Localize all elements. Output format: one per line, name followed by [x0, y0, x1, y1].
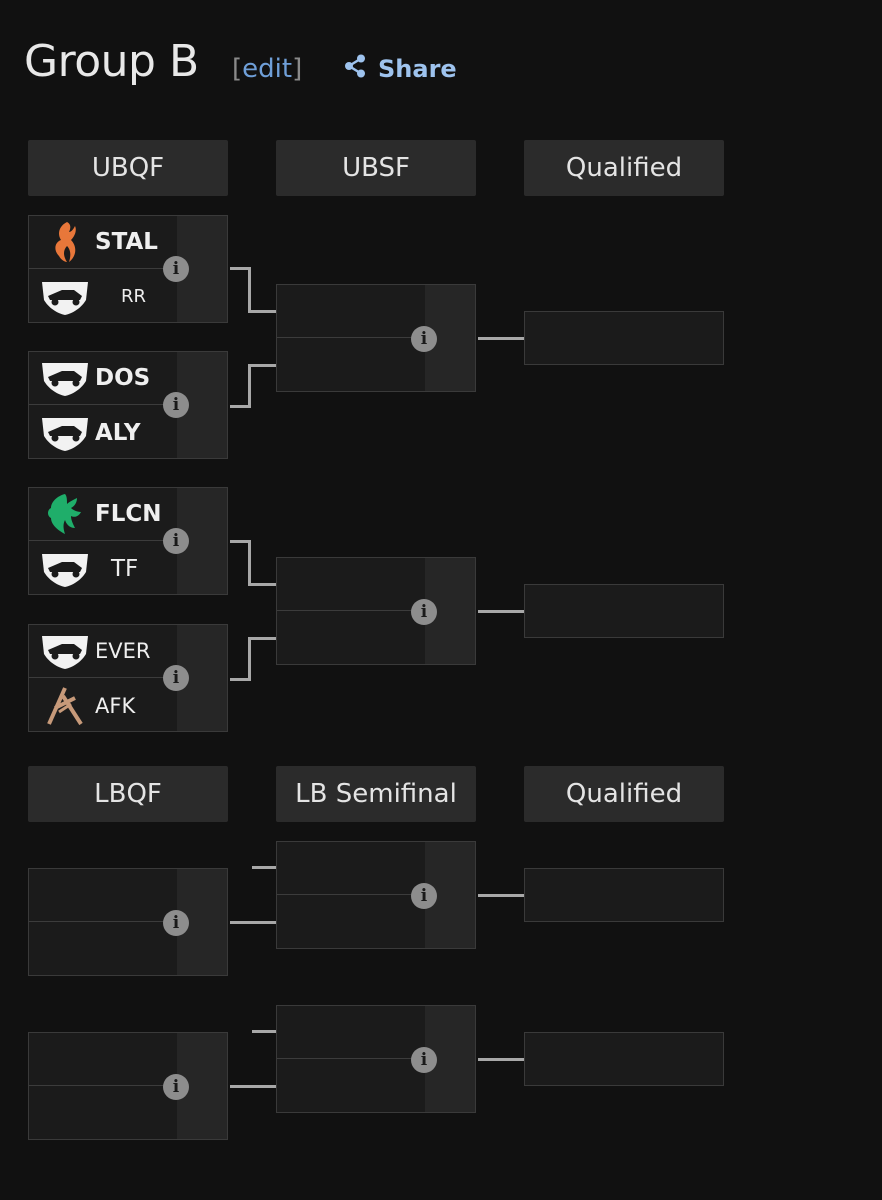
- match-lbqf-1[interactable]: i: [28, 868, 228, 976]
- info-icon[interactable]: i: [163, 910, 189, 936]
- info-icon[interactable]: i: [163, 392, 189, 418]
- qualified-slot[interactable]: [524, 868, 724, 922]
- match-ubqf-1[interactable]: STAL RR i: [28, 215, 228, 323]
- bracket-close: ]: [292, 54, 303, 84]
- opponent-tbd[interactable]: [277, 558, 425, 611]
- opponent-flcn[interactable]: FLCN: [29, 488, 177, 541]
- bracket-connector: [252, 1030, 276, 1033]
- afk-logo: [39, 684, 91, 728]
- info-icon[interactable]: i: [163, 1074, 189, 1100]
- round-header-ub-qualified: Qualified: [524, 140, 724, 196]
- bracket-connector: [230, 678, 250, 681]
- bracket-connector: [230, 540, 250, 543]
- bracket-open: [: [232, 54, 243, 84]
- opponent-dos[interactable]: DOS: [29, 352, 177, 405]
- info-icon[interactable]: i: [163, 528, 189, 554]
- info-icon[interactable]: i: [411, 599, 437, 625]
- opponent-stal[interactable]: STAL: [29, 216, 177, 269]
- opponent-afk[interactable]: AFK: [29, 679, 177, 732]
- rocket-league-logo: [39, 411, 91, 455]
- opponent-tbd[interactable]: [277, 896, 425, 949]
- match-ubqf-4[interactable]: EVER AFK i: [28, 624, 228, 732]
- round-header-ubsf: UBSF: [276, 140, 476, 196]
- info-icon[interactable]: i: [411, 883, 437, 909]
- bracket-connector: [248, 637, 276, 640]
- info-icon[interactable]: i: [163, 665, 189, 691]
- share-icon: [344, 54, 366, 84]
- qualified-slot[interactable]: [524, 584, 724, 638]
- opponent-tbd[interactable]: [277, 842, 425, 895]
- match-ubsf-1[interactable]: i: [276, 284, 476, 392]
- match-ubqf-2[interactable]: DOS ALY i: [28, 351, 228, 459]
- info-icon[interactable]: i: [411, 326, 437, 352]
- team-name: STAL: [95, 229, 158, 255]
- share-button[interactable]: Share: [344, 54, 457, 84]
- match-lb-semifinal-2[interactable]: i: [276, 1005, 476, 1113]
- match-ubqf-3[interactable]: FLCN TF i: [28, 487, 228, 595]
- rocket-league-logo: [39, 356, 91, 400]
- qualified-slot[interactable]: [524, 1032, 724, 1086]
- team-name: ALY: [95, 419, 141, 446]
- rocket-league-logo: [39, 275, 91, 319]
- rocket-league-logo: [39, 547, 91, 591]
- opponent-tf[interactable]: TF: [29, 542, 177, 595]
- match-lbqf-2[interactable]: i: [28, 1032, 228, 1140]
- bracket-connector: [230, 405, 250, 408]
- bracket-connector: [478, 894, 524, 897]
- bracket-connector: [230, 921, 276, 924]
- bracket-connector: [248, 364, 276, 367]
- opponent-aly[interactable]: ALY: [29, 406, 177, 459]
- qualified-slot[interactable]: [524, 311, 724, 365]
- opponent-tbd[interactable]: [29, 1087, 177, 1140]
- match-lb-semifinal-1[interactable]: i: [276, 841, 476, 949]
- opponent-tbd[interactable]: [277, 339, 425, 392]
- team-name: EVER: [95, 639, 151, 663]
- stallion-logo: [39, 220, 91, 264]
- match-ubsf-2[interactable]: i: [276, 557, 476, 665]
- bracket-connector: [230, 1085, 276, 1088]
- round-header-lb-semifinal: LB Semifinal: [276, 766, 476, 822]
- round-header-ubqf: UBQF: [28, 140, 228, 196]
- bracket-connector: [248, 637, 251, 681]
- team-name: TF: [111, 555, 139, 582]
- opponent-tbd[interactable]: [277, 285, 425, 338]
- team-name: FLCN: [95, 501, 162, 527]
- round-header-lb-qualified: Qualified: [524, 766, 724, 822]
- edit-link-wrapper: [edit]: [232, 54, 302, 84]
- team-name: AFK: [95, 693, 136, 718]
- bracket-connector: [248, 310, 276, 313]
- opponent-tbd[interactable]: [277, 1006, 425, 1059]
- edit-link[interactable]: edit: [242, 54, 293, 84]
- opponent-tbd[interactable]: [29, 869, 177, 922]
- team-name: RR: [121, 286, 147, 307]
- opponent-rr[interactable]: RR: [29, 270, 177, 323]
- rocket-league-logo: [39, 629, 91, 673]
- opponent-tbd[interactable]: [277, 1060, 425, 1113]
- bracket-connector: [248, 583, 276, 586]
- page-title: Group B: [24, 36, 199, 87]
- bracket-connector: [230, 267, 250, 270]
- bracket-connector: [478, 1058, 524, 1061]
- bracket-connector: [248, 267, 251, 313]
- info-icon[interactable]: i: [163, 256, 189, 282]
- opponent-ever[interactable]: EVER: [29, 625, 177, 678]
- bracket-connector: [478, 337, 524, 340]
- team-name: DOS: [95, 365, 151, 391]
- bracket-connector: [248, 540, 251, 586]
- falcon-logo: [39, 492, 91, 536]
- info-icon[interactable]: i: [411, 1047, 437, 1073]
- share-label: Share: [378, 55, 457, 83]
- opponent-tbd[interactable]: [29, 923, 177, 976]
- round-header-lbqf: LBQF: [28, 766, 228, 822]
- bracket-connector: [478, 610, 524, 613]
- bracket-connector: [252, 866, 276, 869]
- bracket-connector: [248, 364, 251, 408]
- opponent-tbd[interactable]: [277, 612, 425, 665]
- opponent-tbd[interactable]: [29, 1033, 177, 1086]
